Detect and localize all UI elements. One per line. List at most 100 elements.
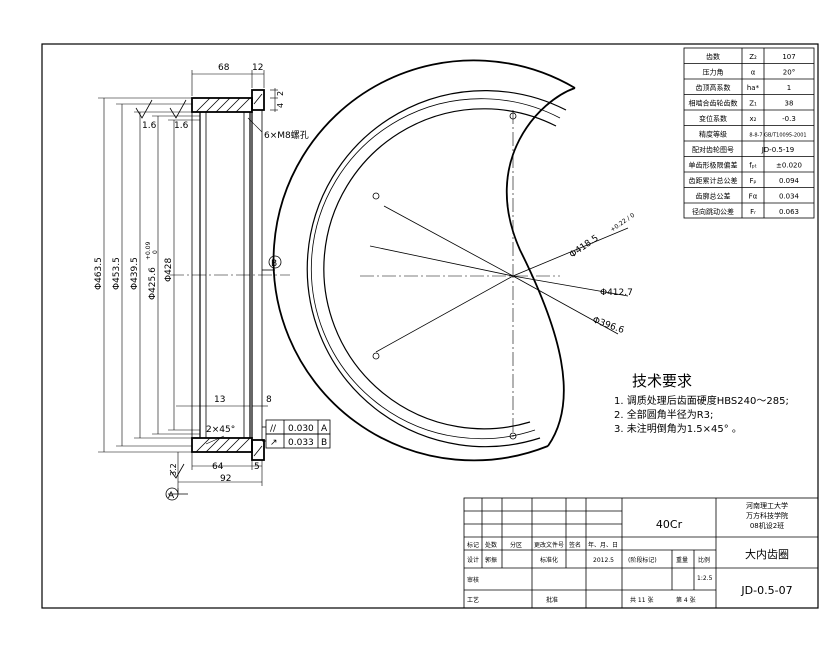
dim-w92: 92 [220,474,231,484]
tb-total: 共 11 张 [630,596,653,604]
datum-a-circle [165,487,179,501]
tb-standard: 标准化 [540,556,558,564]
tb-design: 设计 [467,556,479,564]
ring-pitch-arc [310,98,561,440]
param-name-2: 齿顶高系数 [696,83,731,92]
param-value-10: 0.063 [779,208,799,216]
dim-d4-tol-low: 0 [152,250,159,254]
title-block: 40Cr 河南理工大学 万方科技学院 08机设2班 大内齿圈 JD-0.5-07… [463,497,819,609]
circle-dim-tip: Φ418.5 [568,233,601,260]
tol-2-datum: B [321,438,327,448]
ring-outer-arc [272,59,576,462]
param-table: 齿数 Z₂ 107 压力角 α 20° 齿顶高系数 ha* 1 相啮合齿轮齿数 … [683,47,815,219]
tb-approve: 批准 [546,596,558,604]
tb-scale-label: 比例 [698,556,710,564]
circle-dim-root: Φ396.6 [591,315,626,336]
roughness-bottom: 3.2 [169,463,178,476]
tb-sheet: 第 4 张 [676,596,696,604]
tech-requirements: 技术要求 1. 调质处理后齿面硬度HBS240～285; 2. 全部圆角半径为R… [614,372,789,435]
section-top-hatch [195,93,263,113]
tech-item-3: 3. 未注明倒角为1.5×45° 。 [614,422,742,435]
section-top-lip [251,89,265,111]
section-bottom-lip [251,439,265,461]
dim-w13: 13 [214,395,225,405]
ring-radials [369,205,629,353]
param-sym-10: Fᵣ [750,208,756,216]
dim-right-4: 4 [276,103,285,108]
datum-a: A [168,491,175,501]
tb-process: 工艺 [467,596,479,604]
roughness-symbol-left [135,99,153,119]
drawing-frame [41,43,819,609]
roughness-inner: 1.6 [174,121,189,131]
tb-part-name: 大内齿圈 [745,547,789,561]
param-name-7: 单齿形极限偏差 [689,161,738,170]
ring-view: Φ418.5 +0.22 / 0 Φ412.7 Φ396.6 [272,59,636,462]
tb-review: 审核 [467,576,479,584]
dim-d4-tol-up: +0.09 [145,241,152,260]
dim-d5: Φ428 [164,257,174,282]
tb-school-1: 河南理工大学 [746,501,788,510]
diameter-extension-lines [98,97,200,453]
ring-root-arc [323,108,557,430]
param-value-0: 107 [782,53,795,61]
dim-d3: Φ439.5 [130,257,140,290]
dim-w5: 5 [254,462,260,472]
tb-stage: (阶段标记) [628,556,657,564]
dim-top-right: 12 [252,63,263,73]
tb-h-zone: 分区 [510,541,522,549]
tb-h-mark: 标记 [467,541,479,549]
tb-date: 2012.5 [593,557,614,564]
param-sym-3: Z₁ [749,100,757,108]
tolerance-frame-1: // 0.030 A [265,419,331,435]
roughness-symbol-inner [169,99,187,119]
top-dims [191,70,278,133]
param-sym-0: Z₂ [749,53,757,61]
param-value-6: JD-0.5-19 [761,146,795,154]
dim-right-2: 2 [276,91,285,96]
param-name-6: 配对齿轮图号 [692,145,734,154]
tech-title: 技术要求 [632,372,692,390]
lower-dims [176,405,268,488]
param-sym-4: x₂ [750,115,757,123]
param-name-4: 变位系数 [699,114,727,123]
tb-school-2: 万方科技学院 [746,511,788,520]
section-view: Φ463.5 Φ453.5 Φ439.5 Φ425.6 +0.09 0 Φ428… [94,63,331,501]
tech-item-2: 2. 全部圆角半径为R3; [614,408,713,421]
dim-w64: 64 [212,462,224,472]
dim-w8: 8 [266,395,272,405]
tb-h-date: 年、月、日 [588,541,618,549]
datum-b-circle [268,255,282,269]
dim-top-width: 68 [218,63,230,73]
param-name-10: 径向跳动公差 [692,207,734,216]
param-value-4: -0.3 [782,115,796,123]
holes-callout: 6×M8螺孔 [264,130,309,141]
param-sym-1: α [751,69,756,77]
circle-dim-pitch: Φ412.7 [600,288,633,298]
param-sym-9: Fα [749,193,758,201]
tol-1-datum: A [321,424,328,434]
tol-1-value: 0.030 [288,424,314,434]
param-value-5: 8-8-7 GB/T10095-2001 [749,133,806,139]
tb-scale: 1:2.5 [697,575,713,582]
param-value-1: 20° [783,69,795,77]
tol-1-symbol: // [270,424,277,434]
tb-school-3: 08机设2班 [750,521,784,530]
param-name-9: 齿廓总公差 [696,192,731,201]
param-value-3: 38 [785,100,794,108]
tb-material: 40Cr [656,518,683,531]
tb-h-sign: 签名 [569,541,581,549]
section-bottom-hatch [195,437,263,457]
tb-drawing-no: JD-0.5-07 [740,584,792,597]
param-sym-8: Fₚ [749,177,756,185]
tol-2-symbol: ↗ [270,438,278,448]
param-sym-2: ha* [747,84,760,92]
dim-d1: Φ463.5 [94,257,104,290]
param-value-8: 0.094 [779,177,800,185]
tb-design-name: 郭振 [485,556,497,564]
ring-tip-arc [306,90,567,448]
tb-h-doc: 更改文件号 [534,541,564,549]
tb-weight: 重量 [676,556,688,564]
